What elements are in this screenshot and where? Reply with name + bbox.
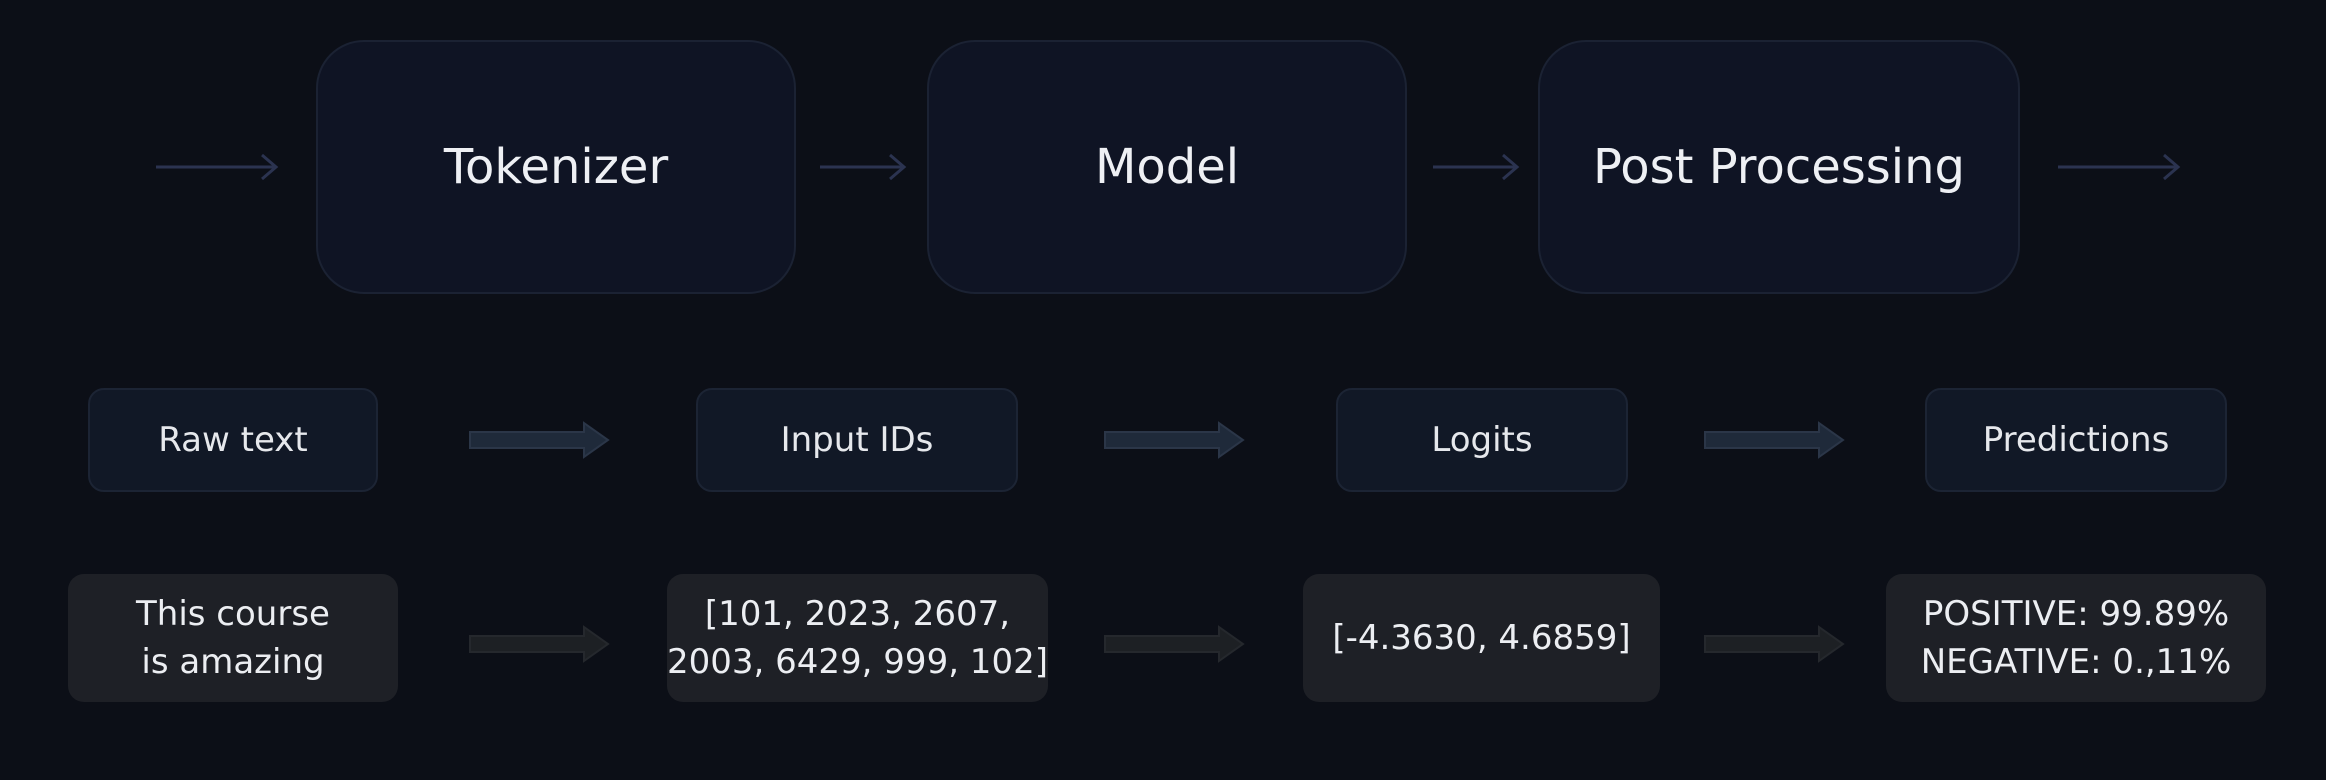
arrow-model-to-post-processing: [1433, 153, 1520, 181]
stage-tokenizer: Tokenizer: [316, 40, 796, 294]
example-input-ids: [101, 2023, 2607, 2003, 6429, 999, 102]: [667, 574, 1048, 702]
label-raw-text: Raw text: [88, 388, 378, 492]
stage-label: Model: [1094, 139, 1240, 195]
example-text: [-4.3630, 4.6859]: [1332, 618, 1631, 658]
stage-model: Model: [927, 40, 1407, 294]
example-logits: [-4.3630, 4.6859]: [1303, 574, 1660, 702]
example-predictions: POSITIVE: 99.89% NEGATIVE: 0.,11%: [1886, 574, 2266, 702]
label-text: Predictions: [1982, 420, 2170, 460]
arrow-tokenizer-to-model: [820, 153, 907, 181]
block-arrow-bottom-3: [1704, 625, 1845, 663]
stage-label: Post Processing: [1593, 139, 1965, 195]
example-raw-text: This course is amazing: [68, 574, 398, 702]
example-text: This course is amazing: [136, 594, 330, 682]
block-arrow-bottom-2: [1104, 625, 1245, 663]
label-predictions: Predictions: [1925, 388, 2227, 492]
arrow-input-to-tokenizer: [156, 153, 279, 181]
block-arrow-mid-2: [1104, 421, 1245, 459]
label-text: Input IDs: [780, 420, 934, 460]
label-logits: Logits: [1336, 388, 1628, 492]
label-input-ids: Input IDs: [696, 388, 1018, 492]
example-text: POSITIVE: 99.89% NEGATIVE: 0.,11%: [1920, 594, 2232, 682]
stage-post-processing: Post Processing: [1538, 40, 2020, 294]
block-arrow-bottom-1: [469, 625, 610, 663]
label-text: Logits: [1431, 420, 1533, 460]
block-arrow-mid-3: [1704, 421, 1845, 459]
label-text: Raw text: [158, 420, 308, 460]
block-arrow-mid-1: [469, 421, 610, 459]
stage-label: Tokenizer: [443, 139, 669, 195]
arrow-post-processing-output: [2058, 153, 2181, 181]
example-text: [101, 2023, 2607, 2003, 6429, 999, 102]: [667, 594, 1048, 682]
